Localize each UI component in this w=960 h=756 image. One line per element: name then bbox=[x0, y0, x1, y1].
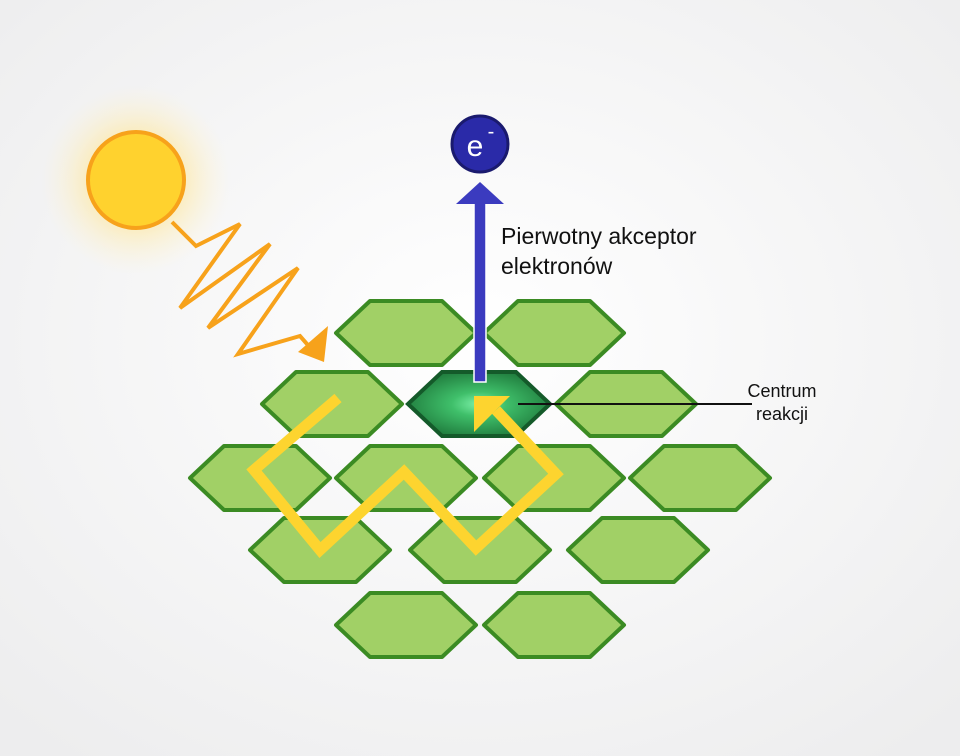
pigment-molecule-13 bbox=[482, 591, 626, 659]
sun bbox=[41, 85, 231, 275]
pigment-molecule-8 bbox=[628, 444, 772, 512]
pigment-molecule-12 bbox=[334, 591, 478, 659]
pigment-molecule-11 bbox=[566, 516, 710, 584]
reaction-center-label-line1: Centrum bbox=[747, 381, 816, 401]
sun-icon bbox=[86, 130, 186, 230]
reaction-center-label: Centrum reakcji bbox=[747, 381, 816, 424]
light-wave-line bbox=[170, 220, 316, 358]
primary-acceptor-label: Pierwotny akceptor elektronów bbox=[501, 223, 697, 279]
primary-acceptor-label-line1: Pierwotny akceptor bbox=[501, 223, 697, 249]
electron-arrow-head bbox=[456, 182, 504, 204]
electron: e - bbox=[450, 114, 510, 174]
energy-path-arrowhead bbox=[474, 396, 510, 432]
electron-icon bbox=[450, 114, 510, 174]
light-wave bbox=[170, 220, 328, 362]
energy-path-line bbox=[246, 393, 564, 558]
electron-arrow bbox=[456, 182, 504, 383]
reaction-center-label-line2: reakcji bbox=[756, 404, 808, 424]
electron-charge: - bbox=[488, 121, 495, 143]
electron-symbol: e bbox=[467, 130, 484, 163]
energy-transfer-path bbox=[246, 393, 564, 558]
electron-arrow-shaft bbox=[473, 199, 487, 383]
pigment-molecule-1 bbox=[334, 299, 478, 367]
primary-acceptor-label-line2: elektronów bbox=[501, 253, 613, 279]
pigment-molecule-2 bbox=[482, 299, 626, 367]
light-wave-arrowhead bbox=[298, 326, 328, 362]
